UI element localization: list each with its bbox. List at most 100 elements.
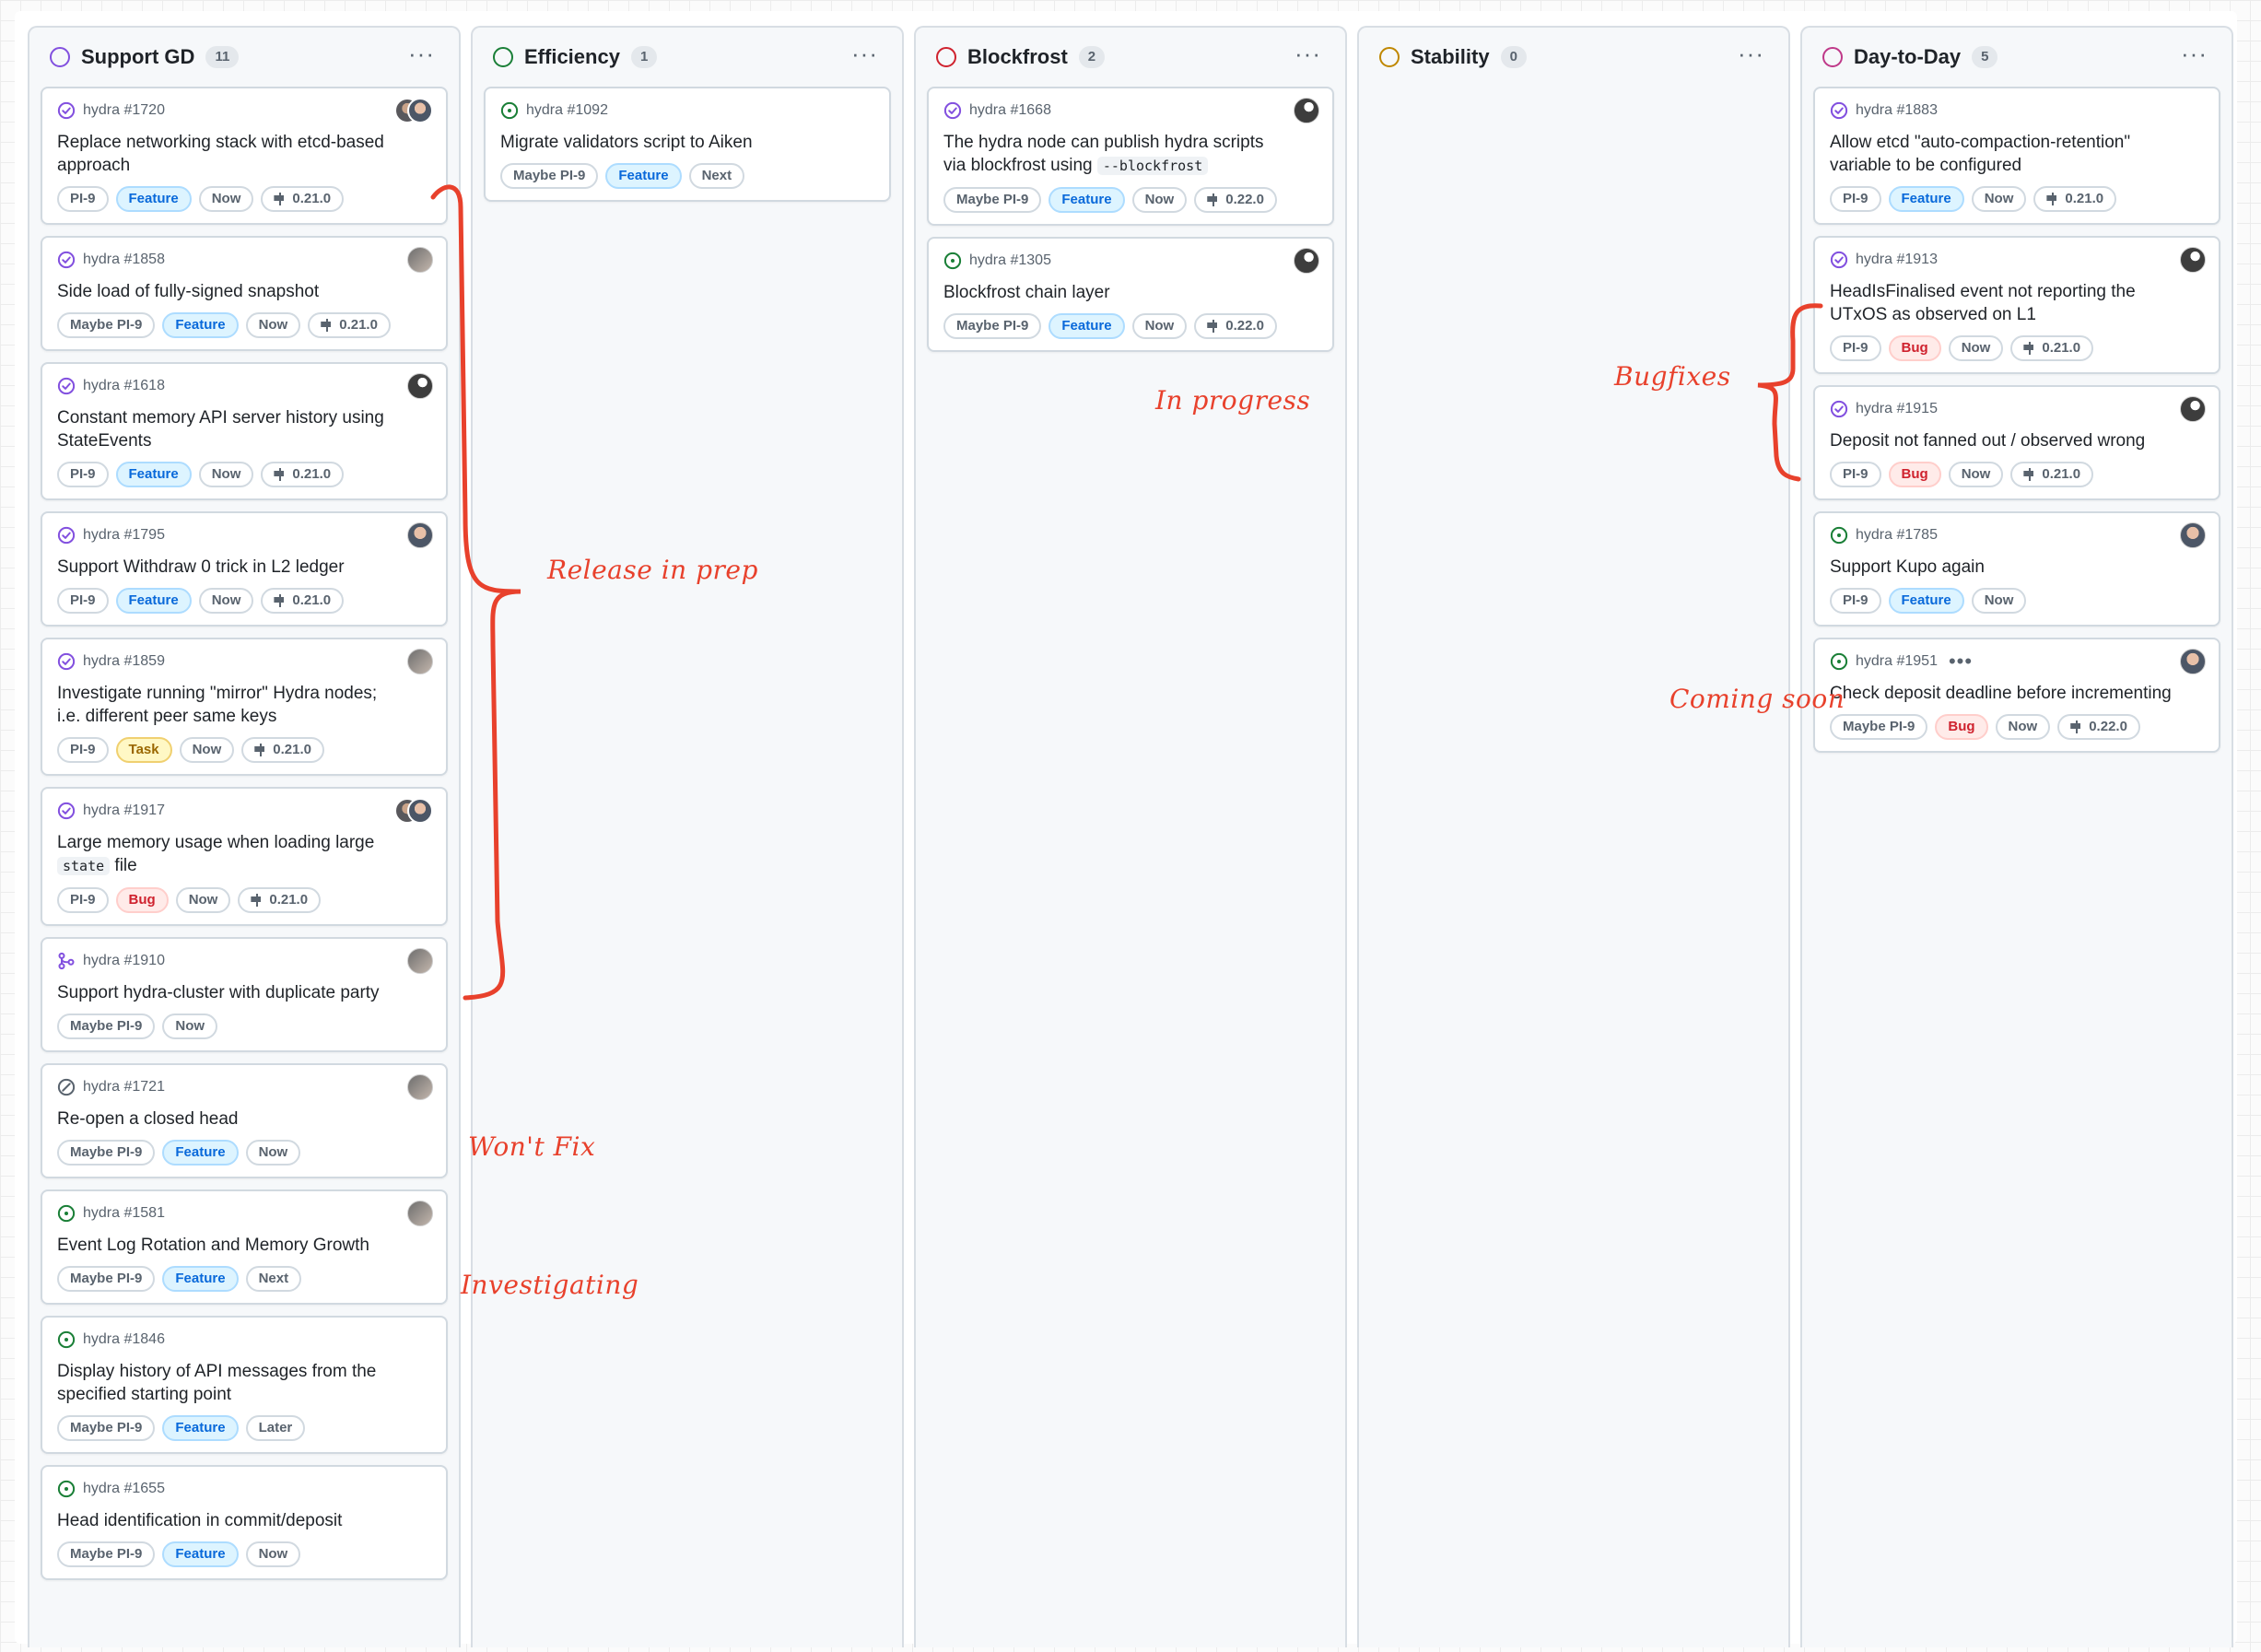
issue-title[interactable]: Check deposit deadline before incrementi… [1830, 682, 2204, 705]
assignee-avatar[interactable] [2180, 247, 2206, 273]
label-now[interactable]: Now [198, 462, 254, 487]
label-now[interactable]: Now [162, 1013, 218, 1039]
issue-title[interactable]: Display history of API messages from the… [57, 1360, 431, 1406]
assignee-avatar[interactable] [407, 522, 433, 548]
milestone-label[interactable]: 0.21.0 [308, 312, 391, 338]
assignee-avatar[interactable] [407, 1201, 433, 1226]
label-pi-9[interactable]: PI-9 [57, 887, 109, 913]
label-feature[interactable]: Feature [1048, 187, 1125, 213]
issue-reference-link[interactable]: hydra #1092 [526, 102, 608, 118]
label-next[interactable]: Next [688, 163, 745, 189]
assignee-avatars[interactable] [394, 798, 433, 826]
label-pi-9[interactable]: PI-9 [1830, 462, 1881, 487]
issue-reference-link[interactable]: hydra #1859 [83, 653, 165, 669]
issue-title[interactable]: Large memory usage when loading large st… [57, 831, 431, 878]
label-now[interactable]: Now [1948, 335, 2004, 361]
issue-title[interactable]: Re-open a closed head [57, 1107, 431, 1131]
label-pi-9[interactable]: PI-9 [1830, 335, 1881, 361]
label-pi-9[interactable]: PI-9 [57, 462, 109, 487]
label-now[interactable]: Now [1995, 714, 2051, 740]
milestone-label[interactable]: 0.21.0 [2033, 186, 2117, 212]
issue-title[interactable]: Event Log Rotation and Memory Growth [57, 1234, 431, 1257]
label-pi-9[interactable]: PI-9 [57, 737, 109, 763]
label-feature[interactable]: Feature [1888, 588, 1964, 614]
label-pi-9[interactable]: PI-9 [57, 588, 109, 614]
issue-reference-link[interactable]: hydra #1618 [83, 378, 165, 393]
label-bug[interactable]: Bug [1888, 462, 1941, 487]
label-feature[interactable]: Feature [1048, 313, 1125, 339]
issue-reference-link[interactable]: hydra #1720 [83, 102, 165, 118]
issue-reference-link[interactable]: hydra #1305 [969, 252, 1051, 268]
issue-title[interactable]: Allow etcd "auto-compaction-retention" v… [1830, 131, 2204, 177]
label-pi-9[interactable]: PI-9 [1830, 186, 1881, 212]
issue-reference-link[interactable]: hydra #1910 [83, 953, 165, 968]
column-menu-button[interactable]: ··· [2181, 40, 2208, 67]
assignee-avatar[interactable] [1294, 98, 1319, 123]
milestone-label[interactable]: 0.21.0 [241, 737, 324, 763]
issue-reference-link[interactable]: hydra #1913 [1856, 252, 1938, 267]
issue-reference-link[interactable]: hydra #1858 [83, 252, 165, 267]
label-feature[interactable]: Feature [162, 1415, 239, 1441]
label-feature[interactable]: Feature [605, 163, 682, 189]
label-now[interactable]: Now [1131, 187, 1188, 213]
label-bug[interactable]: Bug [1888, 335, 1941, 361]
issue-reference-link[interactable]: hydra #1917 [83, 803, 165, 818]
issue-title[interactable]: Blockfrost chain layer [943, 281, 1318, 304]
assignee-avatar[interactable] [407, 649, 433, 674]
issue-title[interactable]: The hydra node can publish hydra scripts… [943, 131, 1318, 178]
issue-reference-link[interactable]: hydra #1721 [83, 1079, 165, 1095]
label-now[interactable]: Now [1131, 313, 1188, 339]
column-menu-button[interactable]: ··· [1295, 40, 1321, 67]
milestone-label[interactable]: 0.22.0 [1194, 313, 1277, 339]
more-options-icon[interactable]: ••• [1948, 650, 1974, 673]
issue-title[interactable]: Side load of fully-signed snapshot [57, 280, 431, 303]
assignee-avatar[interactable] [407, 373, 433, 399]
issue-reference-link[interactable]: hydra #1846 [83, 1331, 165, 1347]
assignee-avatar[interactable] [407, 1074, 433, 1100]
label-now[interactable]: Now [198, 186, 254, 212]
issue-card[interactable]: hydra #1951•••Check deposit deadline bef… [1813, 638, 2220, 753]
label-now[interactable]: Now [245, 312, 301, 338]
label-maybe-pi-9[interactable]: Maybe PI-9 [57, 1013, 156, 1039]
issue-reference-link[interactable]: hydra #1883 [1856, 102, 1938, 118]
assignee-avatar[interactable] [407, 247, 433, 273]
issue-title[interactable]: Support Withdraw 0 trick in L2 ledger [57, 556, 431, 579]
assignee-avatar[interactable] [2180, 649, 2206, 674]
issue-title[interactable]: Support Kupo again [1830, 556, 2204, 579]
milestone-label[interactable]: 0.21.0 [261, 462, 345, 487]
issue-title[interactable]: HeadIsFinalised event not reporting the … [1830, 280, 2204, 326]
label-now[interactable]: Now [198, 588, 254, 614]
assignee-avatar[interactable] [2180, 522, 2206, 548]
label-now[interactable]: Now [245, 1140, 301, 1166]
column-menu-button[interactable]: ··· [408, 40, 435, 67]
label-bug[interactable]: Bug [115, 887, 169, 913]
issue-title[interactable]: Investigate running "mirror" Hydra nodes… [57, 682, 431, 728]
label-bug[interactable]: Bug [1935, 714, 1988, 740]
issue-reference-link[interactable]: hydra #1581 [83, 1205, 165, 1221]
label-feature[interactable]: Feature [1888, 186, 1964, 212]
issue-title[interactable]: Head identification in commit/deposit [57, 1509, 431, 1532]
label-feature[interactable]: Feature [162, 1541, 239, 1567]
milestone-label[interactable]: 0.21.0 [261, 186, 345, 212]
label-next[interactable]: Next [245, 1266, 302, 1292]
label-now[interactable]: Now [1948, 462, 2004, 487]
label-feature[interactable]: Feature [162, 312, 239, 338]
issue-reference-link[interactable]: hydra #1655 [83, 1481, 165, 1496]
issue-title[interactable]: Deposit not fanned out / observed wrong [1830, 429, 2204, 452]
label-now[interactable]: Now [175, 887, 231, 913]
label-now[interactable]: Now [245, 1541, 301, 1567]
issue-reference-link[interactable]: hydra #1795 [83, 527, 165, 543]
